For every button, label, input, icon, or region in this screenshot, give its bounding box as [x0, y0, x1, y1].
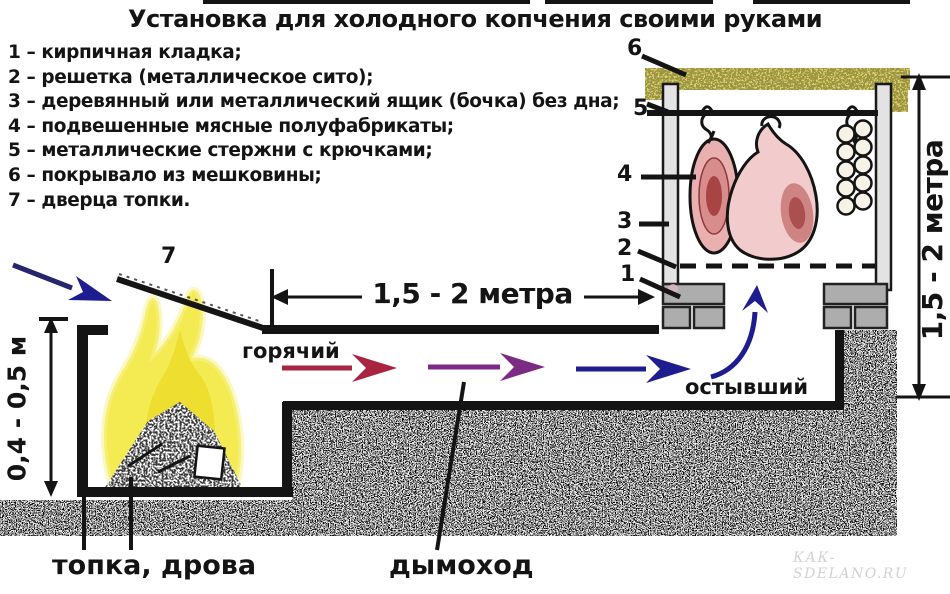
firebox-and-channel-walls	[77, 325, 844, 497]
hanging-rod	[647, 105, 878, 145]
callout-2: 2	[617, 236, 633, 261]
legend-item: 7 – дверца топки.	[8, 189, 191, 211]
label-leaders	[82, 381, 466, 551]
callout-leader-1	[638, 276, 682, 300]
label-smoke-cooled: остывший	[685, 375, 809, 399]
callout-5: 5	[633, 96, 649, 121]
legend: 1 – кирпичная кладка; 2 – решетка (метал…	[8, 41, 620, 213]
legend-item: 2 – решетка (металлическое сито);	[8, 66, 374, 88]
dimension-chimney-length	[270, 269, 655, 331]
meat-ham	[725, 121, 819, 261]
smoke-arrow-rising	[710, 285, 768, 380]
dimension-firebox-depth	[39, 317, 68, 497]
callout-3: 3	[617, 209, 633, 234]
legend-item: 3 – деревянный или металлический ящик (б…	[8, 91, 620, 113]
smoke-arrow-hot	[282, 354, 397, 382]
chamber-walls	[661, 82, 893, 292]
callout-7: 7	[161, 244, 177, 269]
callout-leader-6	[641, 53, 687, 78]
callout-leader-5	[646, 101, 669, 115]
legend-item: 1 – кирпичная кладка;	[8, 42, 242, 63]
label-smoke-hot: горячий	[242, 339, 340, 363]
inlet-arrow	[12, 262, 112, 301]
dimension-chamber-height-label: 1,5 - 2 метра	[916, 139, 949, 341]
chimney-label-leader	[435, 381, 466, 551]
callout-6: 6	[627, 36, 643, 61]
smoke-arrow-cold	[576, 355, 691, 383]
meat-hook	[760, 115, 782, 129]
dimension-chamber-height	[896, 73, 950, 401]
label-firebox: топка, дрова	[52, 550, 257, 581]
brick-pillar-right	[822, 282, 889, 330]
legend-item: 5 – металлические стержни с крючками;	[8, 140, 433, 162]
dimension-chimney-length-label: 1,5 - 2 метра	[372, 277, 573, 310]
callout-1: 1	[620, 262, 636, 287]
callout-leaders	[637, 53, 696, 300]
label-chimney: дымоход	[389, 550, 534, 581]
callout-4: 4	[617, 162, 633, 187]
firebox-door	[116, 273, 267, 332]
callout-leader-2	[637, 248, 677, 270]
chamber-right-wall	[874, 82, 893, 292]
wood-pile	[104, 402, 243, 489]
dimension-firebox-depth-label: 0,4 - 0,5 м	[2, 335, 32, 482]
legend-item: 6 – покрывало из мешковины;	[8, 164, 322, 186]
brick-pillar-left	[661, 282, 726, 330]
page-title: Установка для холодного копчения своими …	[127, 5, 823, 33]
smoke-arrow-warm	[428, 353, 545, 381]
ground-texture	[0, 330, 897, 536]
sausage-links	[836, 119, 873, 216]
watermark: КАК-SDELANO.RU	[793, 550, 909, 582]
legend-item: 4 – подвешенные мясные полуфабрикаты;	[8, 115, 454, 137]
